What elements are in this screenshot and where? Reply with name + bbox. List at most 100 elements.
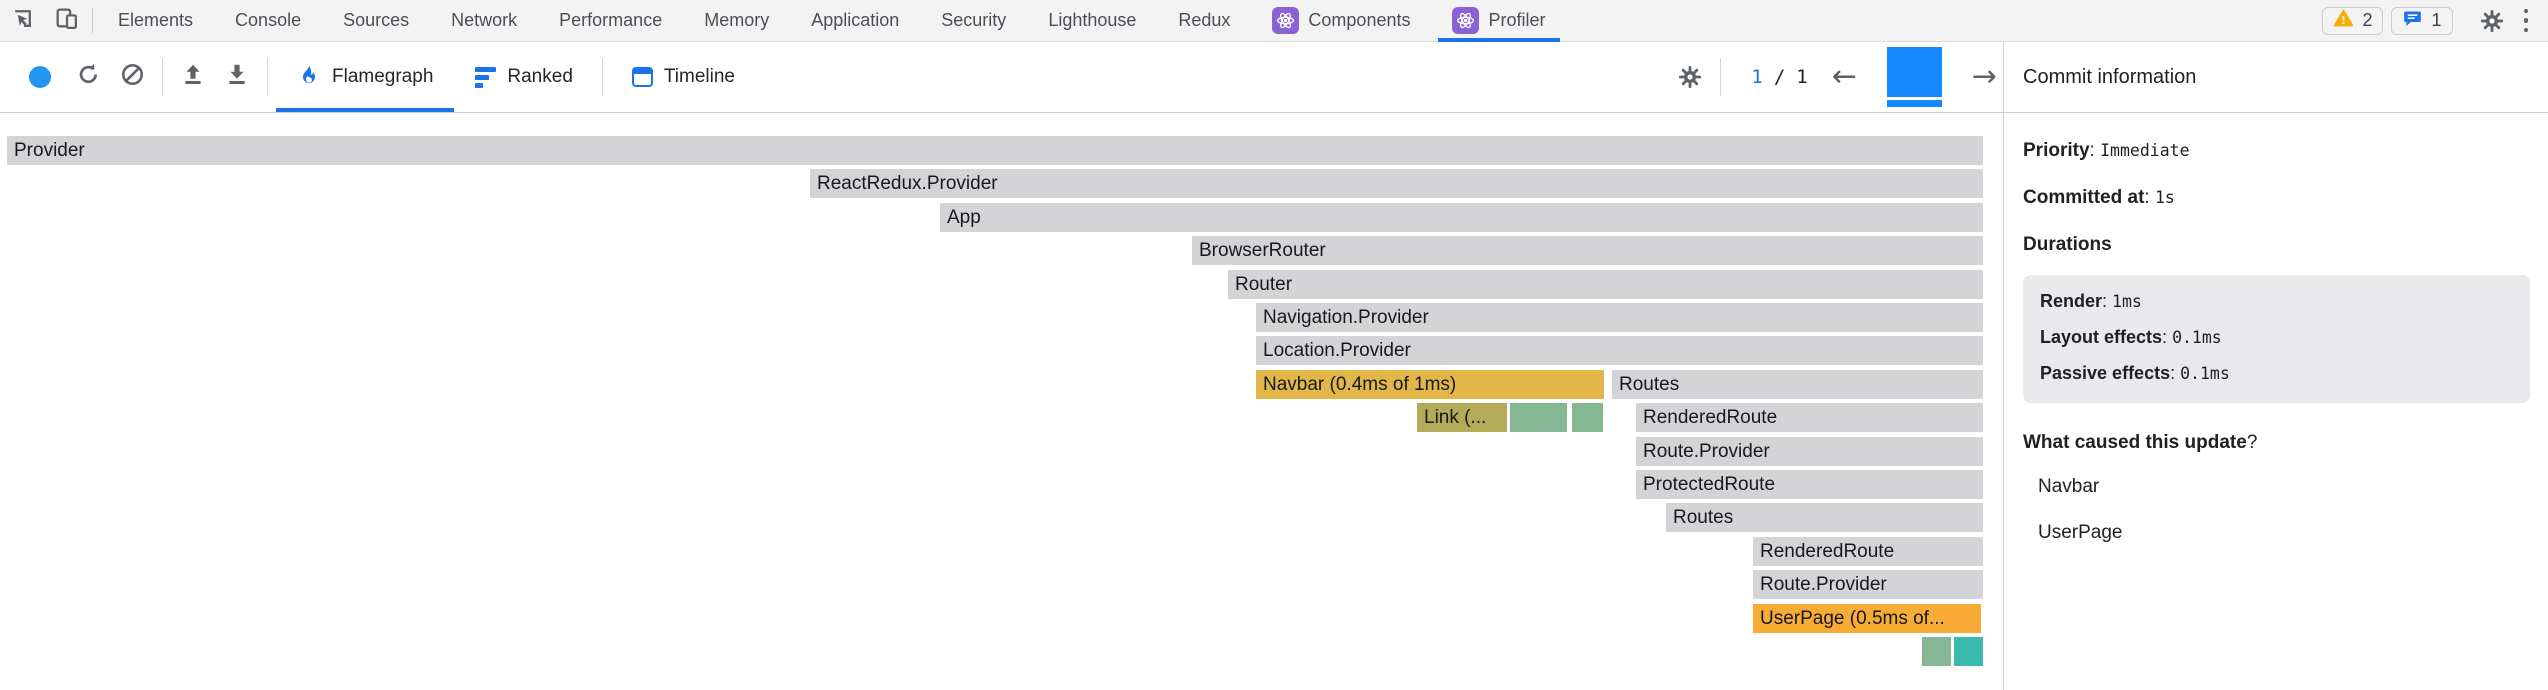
flame-bar-navigation.provider[interactable]: Navigation.Provider: [1256, 303, 1983, 332]
flame-bar-app[interactable]: App: [940, 203, 1983, 232]
profiler-settings-button[interactable]: [1668, 55, 1712, 99]
flame-bar-routes[interactable]: Routes: [1666, 503, 1983, 532]
flame-bar-block[interactable]: [1572, 403, 1603, 432]
gear-icon: [2479, 8, 2505, 34]
warnings-badge[interactable]: 2: [2322, 6, 2384, 35]
flame-bar-userpage[interactable]: UserPage (0.5ms of...: [1753, 604, 1981, 633]
colon: :: [2170, 363, 2176, 383]
render-label: Render: [2040, 291, 2103, 311]
flame-bar-link[interactable]: Link (...: [1417, 403, 1507, 432]
tab-redux[interactable]: Redux: [1157, 0, 1251, 41]
commit-selected-indicator: [1886, 100, 1942, 107]
clear-profiling-button[interactable]: [110, 55, 154, 99]
message-icon: [2402, 8, 2423, 34]
flame-bar-renderedroute[interactable]: RenderedRoute: [1636, 403, 1983, 432]
commit-info-panel: Commit information Priority: Immediate C…: [2003, 42, 2548, 690]
save-profile-button[interactable]: [215, 55, 259, 99]
question-mark: ?: [2246, 432, 2258, 453]
flame-bar-route.provider[interactable]: Route.Provider: [1636, 437, 1983, 466]
flame-bar-location.provider[interactable]: Location.Provider: [1256, 336, 1983, 365]
layout-effects-label: Layout effects: [2040, 327, 2163, 347]
toolbar-divider: [267, 58, 268, 96]
tab-ranked[interactable]: Ranked: [454, 42, 594, 112]
tab-lighthouse[interactable]: Lighthouse: [1027, 0, 1157, 41]
inspect-element-button[interactable]: [0, 0, 44, 41]
colon: :: [2089, 140, 2095, 161]
flame-bar-browserrouter[interactable]: BrowserRouter: [1192, 236, 1983, 265]
previous-commit-button[interactable]: ←: [1831, 59, 1857, 94]
flame-bar-route.provider[interactable]: Route.Provider: [1753, 570, 1983, 599]
commit-total: 1: [1796, 66, 1808, 88]
tab-flamegraph[interactable]: Flamegraph: [276, 42, 455, 112]
tab-profiler[interactable]: Profiler: [1431, 0, 1566, 42]
tab-label: Redux: [1178, 10, 1231, 30]
durations-box: Render: 1ms Layout effects: 0.1ms Passiv…: [2023, 275, 2530, 403]
tab-label: Security: [941, 10, 1007, 30]
toolbar-divider: [162, 58, 163, 96]
devtools-menu-button[interactable]: [2514, 7, 2539, 35]
colon: :: [2162, 327, 2168, 347]
tab-sources[interactable]: Sources: [322, 0, 430, 41]
flame-bar-navbar[interactable]: Navbar (0.4ms of 1ms): [1256, 370, 1604, 399]
layout-effects-value: 0.1ms: [2172, 328, 2222, 347]
tab-timeline[interactable]: Timeline: [611, 42, 756, 112]
flame-bar-protectedroute[interactable]: ProtectedRoute: [1636, 470, 1983, 499]
commit-info-body: Priority: Immediate Committed at: 1s Dur…: [2004, 113, 2548, 544]
what-caused-label: What caused this update: [2023, 432, 2247, 453]
devtools-settings-button[interactable]: [2470, 8, 2514, 34]
commit-pager-slash: /: [1773, 66, 1786, 88]
flame-bar-block[interactable]: [1954, 637, 1983, 666]
record-button[interactable]: [29, 66, 51, 88]
warning-icon: [2333, 8, 2354, 34]
flame-bar-renderedroute[interactable]: RenderedRoute: [1753, 537, 1983, 566]
tab-application[interactable]: Application: [790, 0, 920, 41]
committed-at-line: Committed at: 1s: [2023, 187, 2530, 209]
tab-memory[interactable]: Memory: [683, 0, 790, 41]
tab-label: Profiler: [1488, 10, 1546, 30]
passive-effects-value: 0.1ms: [2180, 364, 2230, 383]
tab-label: Sources: [343, 10, 410, 30]
tab-label: Components: [1308, 10, 1411, 30]
flame-bar-routes[interactable]: Routes: [1612, 370, 1983, 399]
priority-line: Priority: Immediate: [2023, 140, 2530, 162]
flamegraph-tab-label: Flamegraph: [332, 66, 434, 87]
commit-bar[interactable]: [1886, 47, 1942, 97]
tabbar-right-controls: 2 1: [2322, 0, 2548, 41]
flame-bar-block[interactable]: [1510, 403, 1567, 432]
download-icon: [224, 62, 250, 93]
timeline-tab-label: Timeline: [663, 66, 735, 87]
flame-bar-block[interactable]: [1922, 637, 1951, 666]
load-profile-button[interactable]: [171, 55, 215, 99]
committed-at-label: Committed at: [2023, 187, 2145, 208]
flame-bar-router[interactable]: Router: [1228, 270, 1983, 299]
device-toolbar-button[interactable]: [44, 0, 88, 41]
tab-components[interactable]: Components: [1251, 0, 1431, 41]
cause-item-navbar[interactable]: Navbar: [2038, 476, 2100, 497]
profiler-toolbar: Flamegraph Ranked Timeline 1 / 1 ←: [0, 42, 2003, 113]
gear-icon: [1677, 64, 1703, 90]
reload-and-profile-button[interactable]: [66, 55, 110, 99]
tab-performance[interactable]: Performance: [538, 0, 683, 41]
commit-selector[interactable]: [1886, 47, 1942, 107]
tab-security[interactable]: Security: [920, 0, 1027, 41]
issues-badge[interactable]: 1: [2391, 6, 2453, 35]
tab-console[interactable]: Console: [214, 0, 322, 41]
tab-elements[interactable]: Elements: [97, 0, 214, 41]
block-icon: [119, 61, 146, 93]
next-commit-button[interactable]: →: [1971, 59, 1997, 94]
commit-current: 1: [1751, 66, 1763, 88]
timeline-icon: [631, 67, 653, 87]
what-caused-heading: What caused this update?: [2023, 432, 2530, 454]
tab-label: Elements: [118, 10, 194, 30]
passive-effects-row: Passive effects: 0.1ms: [2040, 363, 2513, 384]
colon: :: [2144, 187, 2150, 208]
tab-label: Network: [451, 10, 518, 30]
upload-icon: [180, 62, 206, 93]
flame-bar-provider[interactable]: Provider: [7, 136, 1983, 165]
tab-label: Lighthouse: [1048, 10, 1137, 30]
flame-bar-reactredux.provider[interactable]: ReactRedux.Provider: [810, 169, 1983, 198]
tab-network[interactable]: Network: [430, 0, 538, 41]
warning-count: 2: [2362, 10, 2373, 30]
cause-item-userpage[interactable]: UserPage: [2038, 522, 2123, 543]
